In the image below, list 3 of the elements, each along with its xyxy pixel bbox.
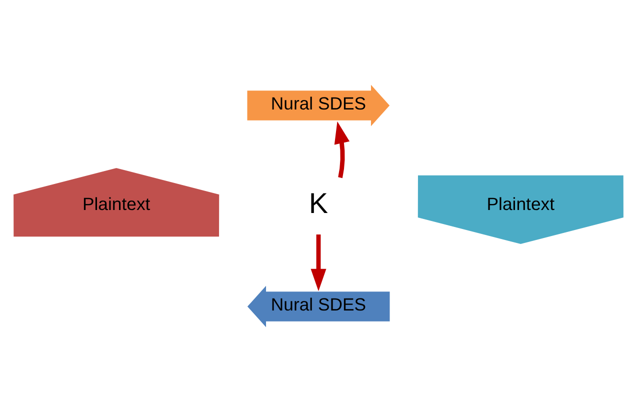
node-text: K: [308, 188, 328, 220]
arrow: [334, 121, 350, 178]
arrow: [310, 234, 326, 292]
